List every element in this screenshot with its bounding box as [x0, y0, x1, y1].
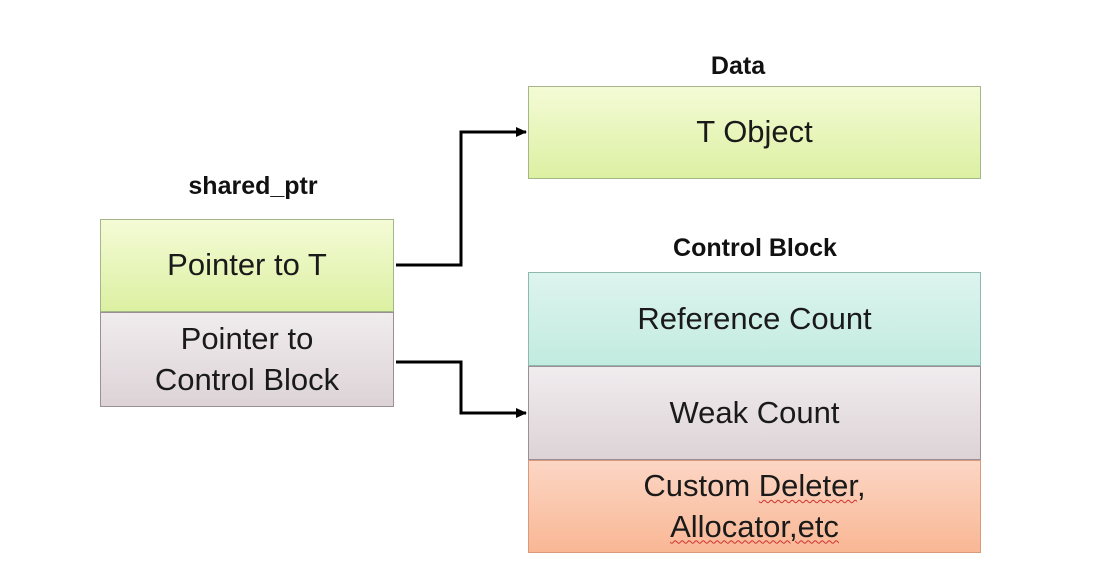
deleter-word: Deleter: [758, 468, 858, 504]
pointer-to-t-box: Pointer to T: [100, 219, 394, 312]
comma: ,: [857, 468, 866, 504]
weak-count-label: Weak Count: [669, 394, 840, 430]
data-heading: Data: [710, 52, 766, 80]
shared-ptr-heading: shared_ptr: [188, 172, 318, 200]
t-object-box: T Object: [528, 86, 981, 179]
custom-word: Custom: [643, 468, 759, 504]
arrow-to-control-block: [396, 360, 527, 418]
pointer-to-cb-line2: Control Block: [154, 361, 340, 397]
allocator-line: Allocator,etc: [670, 508, 839, 544]
reference-count-box: Reference Count: [528, 272, 981, 366]
t-object-label: T Object: [696, 114, 813, 150]
custom-deleter-box: Custom Deleter, Allocator,etc: [528, 460, 981, 553]
weak-count-box: Weak Count: [528, 366, 981, 460]
pointer-to-cb-line1: Pointer to: [180, 321, 314, 357]
pointer-to-control-block-box: Pointer to Control Block: [100, 312, 394, 407]
custom-deleter-line1: Custom Deleter,: [643, 466, 865, 506]
arrow-to-t-object: [396, 127, 527, 267]
pointer-to-t-label: Pointer to T: [167, 247, 327, 283]
reference-count-label: Reference Count: [637, 300, 872, 336]
control-block-heading: Control Block: [673, 234, 837, 262]
